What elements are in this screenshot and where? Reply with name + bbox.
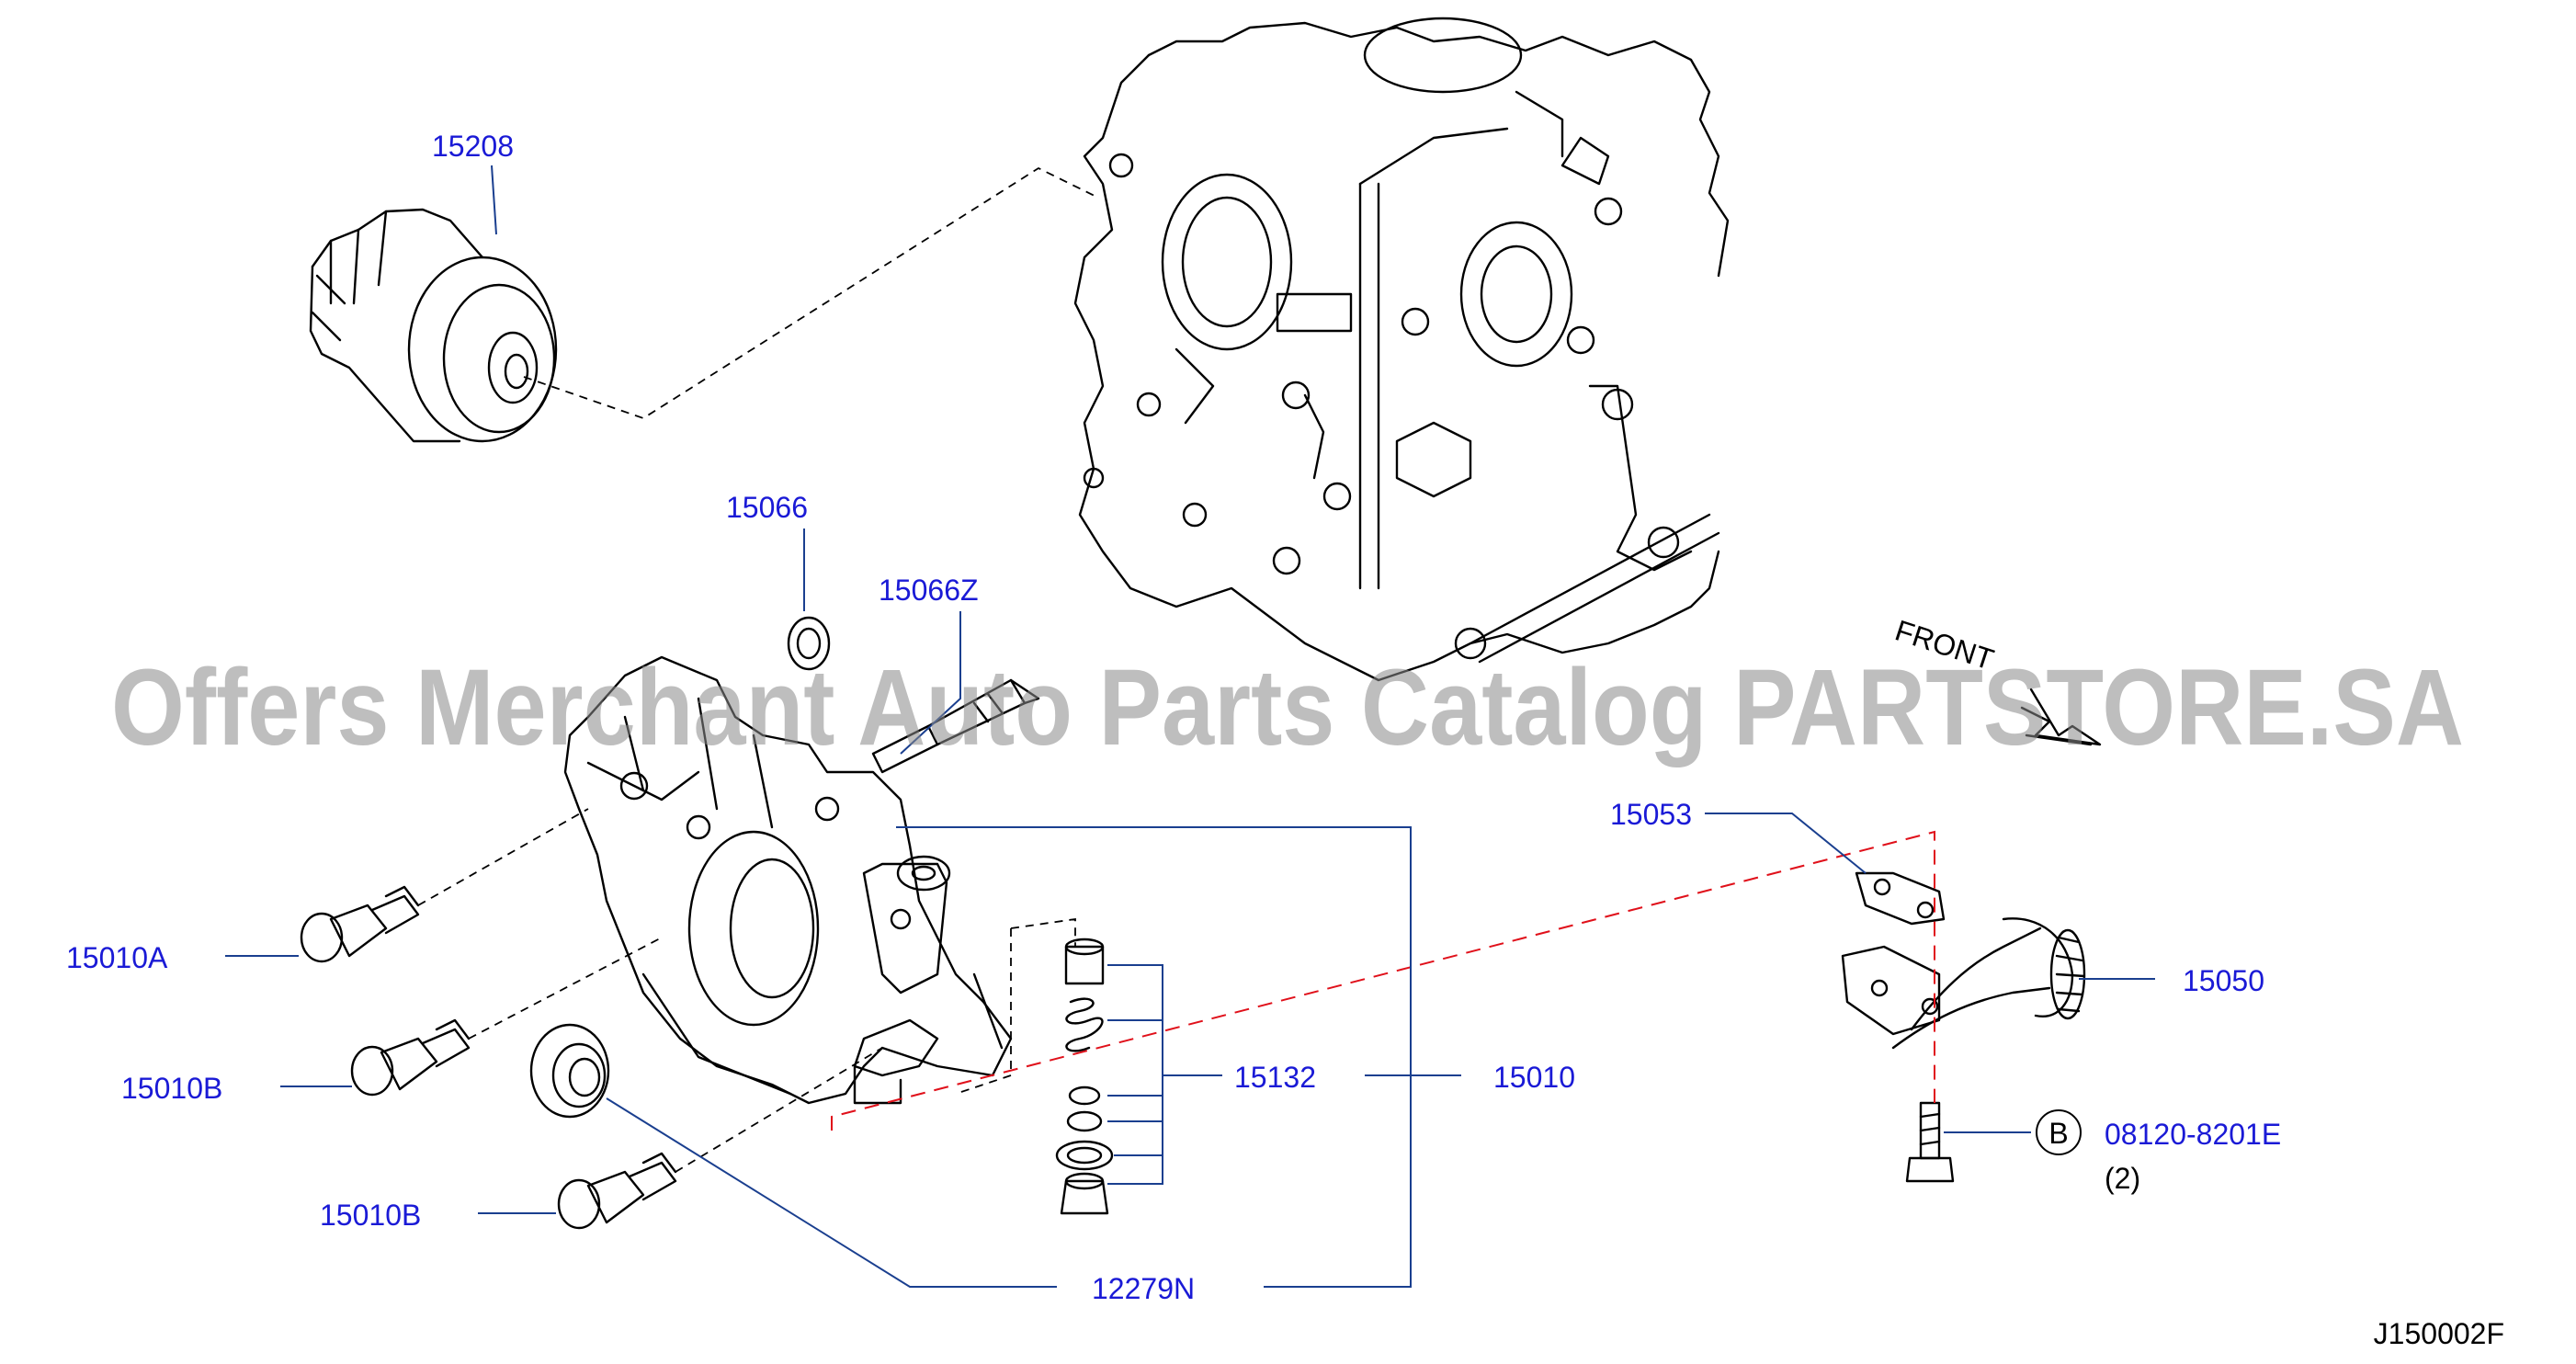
- bolt-b-upper-drawing: [350, 1018, 471, 1097]
- watermark-text: Offers Merchant Auto Parts Catalog PARTS…: [111, 647, 2464, 768]
- o-ring-drawing: [787, 616, 831, 671]
- part-number-strainer-gasket[interactable]: 15053: [1610, 798, 1692, 831]
- leader-15010: [896, 826, 1461, 1288]
- bolt-a-drawing: [300, 885, 420, 963]
- oil-pump-drawing: [563, 655, 1013, 1105]
- part-number-bolt-b-lower[interactable]: 15010B: [320, 1199, 421, 1232]
- strainer-bolt-drawing: [1905, 1101, 1955, 1183]
- leader-lines: [225, 165, 2155, 1288]
- part-number-o-ring[interactable]: 15066: [726, 491, 808, 524]
- strainer-gasket-drawing: [1855, 871, 1946, 926]
- diagram-code: J150002F: [2374, 1317, 2504, 1350]
- bolt-guidelines: [417, 808, 883, 1173]
- part-number-bolt-a[interactable]: 15010A: [66, 941, 168, 974]
- relief-valve-guideline: [955, 917, 1076, 1095]
- engine-block-drawing: [1073, 17, 1730, 682]
- leader-15208: [491, 165, 497, 235]
- part-number-oil-filter[interactable]: 15208: [432, 130, 514, 163]
- part-number-front-oil-seal[interactable]: 12279N: [1092, 1272, 1195, 1305]
- leader-15066z: [900, 611, 961, 755]
- bolt-b-lower-drawing: [557, 1152, 677, 1230]
- strainer-bolt-quantity: (2): [2105, 1162, 2140, 1195]
- oil-filter-drawing: [309, 208, 558, 443]
- front-arrow-icon: [2020, 688, 2102, 746]
- part-number-oil-pressure-switch[interactable]: 15066Z: [879, 574, 979, 607]
- front-oil-seal-drawing: [529, 1023, 610, 1119]
- callout-b-letter: B: [2048, 1117, 2068, 1150]
- leader-15132: [1107, 964, 1222, 1185]
- oil-strainer-drawing: [1841, 917, 2086, 1050]
- part-number-bolt-b-upper[interactable]: 15010B: [121, 1072, 222, 1105]
- part-number-strainer-bolt[interactable]: 08120-8201E: [2105, 1118, 2281, 1151]
- relief-valve-drawing: [1055, 938, 1114, 1215]
- part-number-relief-valve-set[interactable]: 15132: [1234, 1061, 1316, 1094]
- part-number-oil-strainer[interactable]: 15050: [2183, 964, 2264, 997]
- leader-12279n: [606, 1097, 1057, 1288]
- oil-pressure-switch-drawing: [871, 678, 1040, 774]
- part-number-oil-pump-assembly[interactable]: 15010: [1493, 1061, 1575, 1094]
- leader-15053: [1705, 813, 1867, 874]
- oil-filter-mount-guideline: [523, 166, 1099, 419]
- strainer-guideline: [831, 830, 1935, 1131]
- callout-b-circle: [2036, 1109, 2082, 1155]
